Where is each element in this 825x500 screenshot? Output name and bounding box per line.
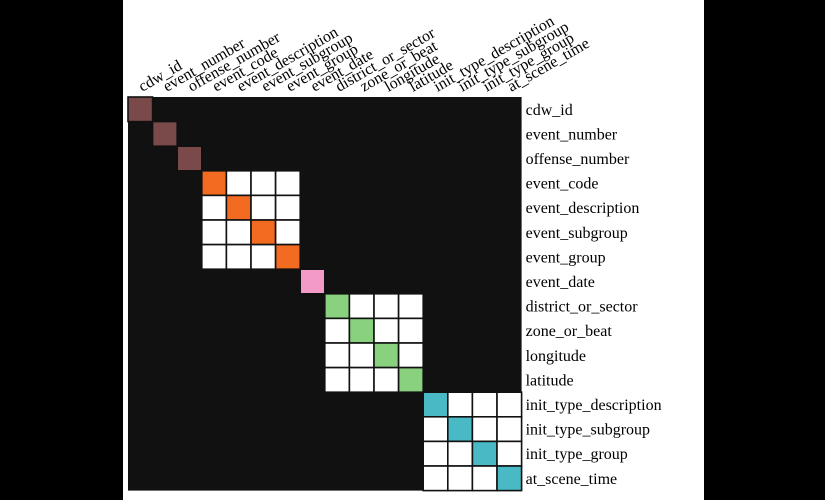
matrix-cell-diagonal — [225, 194, 252, 221]
matrix-cell-same-group — [422, 415, 449, 443]
row-label: cdw_id — [526, 102, 573, 119]
row-label: event_subgroup — [526, 225, 628, 242]
matrix-cell-diagonal — [373, 342, 400, 369]
matrix-cell-diagonal — [397, 366, 425, 394]
row-label: zone_or_beat — [526, 323, 613, 340]
matrix-cell-same-group — [446, 440, 474, 467]
matrix-cell-diagonal — [127, 96, 154, 123]
matrix-cell-same-group — [324, 366, 351, 394]
row-label: latitude — [526, 372, 574, 389]
matrix-cell-same-group — [496, 391, 523, 418]
matrix-cell-same-group — [225, 219, 252, 246]
matrix-cell-same-group — [201, 243, 228, 271]
matrix-cell-same-group — [225, 170, 252, 197]
matrix-cell-diagonal — [496, 465, 523, 492]
matrix-cell-same-group — [324, 342, 351, 369]
matrix-cell-same-group — [373, 366, 400, 394]
matrix-cell-diagonal — [250, 219, 277, 246]
row-label: init_type_description — [526, 397, 662, 414]
adjacency-matrix-chart: cdw_id event_number offense_number event_co… — [127, 13, 662, 492]
matrix-cell-same-group — [225, 243, 252, 271]
matrix-cell-same-group — [471, 391, 498, 418]
matrix-cell-same-group — [397, 342, 425, 369]
matrix-cell-same-group — [274, 170, 302, 197]
matrix-cell-same-group — [201, 219, 228, 246]
matrix-cell-same-group — [496, 440, 523, 467]
matrix-cell-diagonal — [422, 391, 449, 418]
matrix-cell-diagonal — [446, 415, 474, 443]
matrix-cell-same-group — [201, 194, 228, 221]
matrix-cell-diagonal — [324, 292, 351, 320]
matrix-cell-same-group — [250, 243, 277, 271]
matrix-cell-same-group — [348, 342, 375, 369]
matrix-cell-diagonal — [471, 440, 498, 467]
matrix-cell-diagonal — [176, 145, 203, 172]
matrix-cell-same-group — [348, 292, 375, 320]
row-label: district_or_sector — [526, 299, 639, 316]
matrix-cell-same-group — [348, 366, 375, 394]
matrix-cell-same-group — [397, 317, 425, 344]
matrix-cell-same-group — [274, 219, 302, 246]
matrix-cell-same-group — [446, 391, 474, 418]
chart-area: cdw_id event_number offense_number event_co… — [123, 0, 704, 500]
matrix-cell-same-group — [397, 292, 425, 320]
matrix-cell-same-group — [471, 465, 498, 492]
matrix-cell-diagonal — [348, 317, 375, 344]
matrix-cell-same-group — [250, 170, 277, 197]
row-label: event_description — [526, 200, 640, 217]
matrix-cell-same-group — [274, 194, 302, 221]
row-label: init_type_group — [526, 446, 628, 463]
row-label: offense_number — [526, 151, 630, 168]
matrix-cell-same-group — [471, 415, 498, 443]
matrix-cell-same-group — [250, 194, 277, 221]
matrix-cell-diagonal — [299, 268, 326, 295]
row-label: event_date — [526, 274, 595, 291]
matrix-cell-same-group — [373, 317, 400, 344]
row-label: init_type_subgroup — [526, 422, 650, 439]
row-label: at_scene_time — [526, 471, 618, 488]
matrix-cell-diagonal — [274, 243, 302, 271]
matrix-cell-diagonal — [151, 120, 179, 147]
matrix-cell-same-group — [422, 465, 449, 492]
row-label: longitude — [526, 348, 586, 365]
matrix-cell-same-group — [373, 292, 400, 320]
matrix-cell-same-group — [496, 415, 523, 443]
matrix-cell-diagonal — [201, 170, 228, 197]
row-label: event_number — [526, 126, 618, 143]
matrix-cell-same-group — [324, 317, 351, 344]
row-label: event_code — [526, 176, 599, 193]
row-label: event_group — [526, 249, 606, 266]
matrix-cell-same-group — [422, 440, 449, 467]
matrix-cell-same-group — [446, 465, 474, 492]
